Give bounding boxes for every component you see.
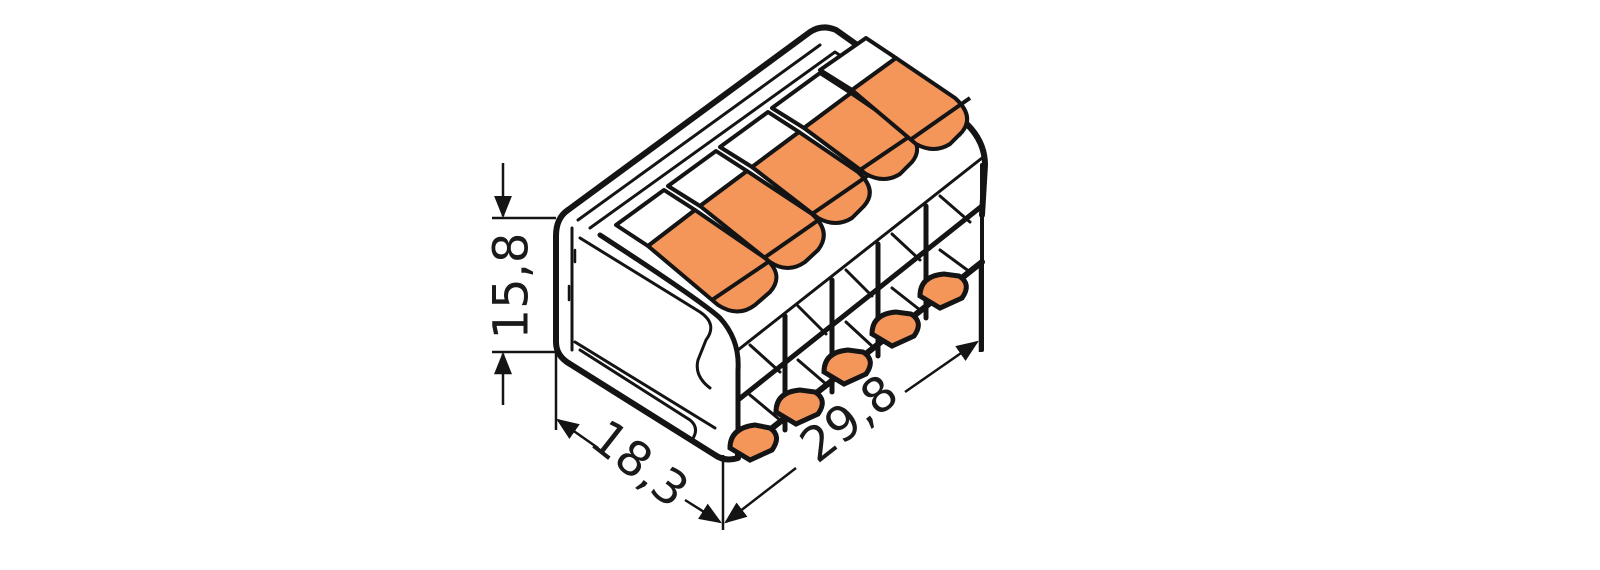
lever-1 (614, 188, 782, 314)
dimension-lines (492, 163, 982, 530)
lever-3 (718, 110, 878, 225)
lever-group (614, 36, 972, 314)
lever-tips-bottom (727, 271, 969, 463)
height-dimension-label: 15,8 (483, 232, 540, 340)
lever-5 (818, 36, 972, 151)
